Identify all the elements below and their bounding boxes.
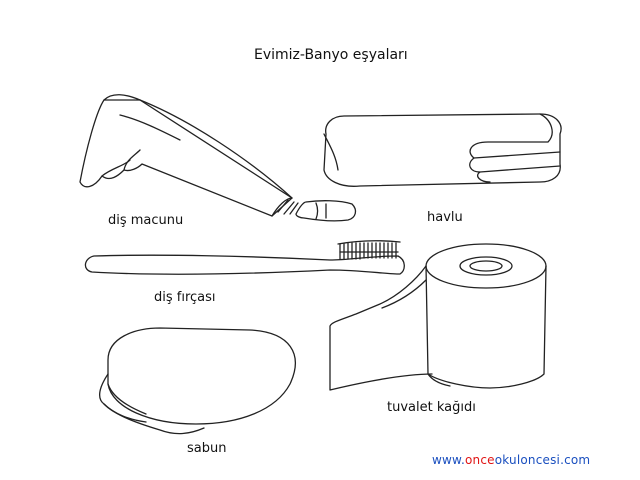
watermark-link[interactable]: www.onceokuloncesi.com [432,453,590,467]
label-towel: havlu [427,210,463,225]
label-soap: sabun [187,441,227,456]
watermark-brand: once [464,453,495,467]
watermark-suffix: okuloncesi.com [494,453,591,467]
toothpaste-drawing [79,94,357,222]
label-toothpaste: diş macunu [108,213,184,228]
soap-drawing [98,327,296,435]
watermark-prefix: www. [432,453,465,467]
page-title: Evimiz-Banyo eşyaları [254,47,408,63]
toothbrush-drawing [84,240,405,275]
label-toilet-paper: tuvalet kağıdı [387,400,476,415]
label-toothbrush: diş fırçası [154,290,216,305]
toilet-paper-drawing [329,243,547,391]
towel-drawing [323,113,562,187]
